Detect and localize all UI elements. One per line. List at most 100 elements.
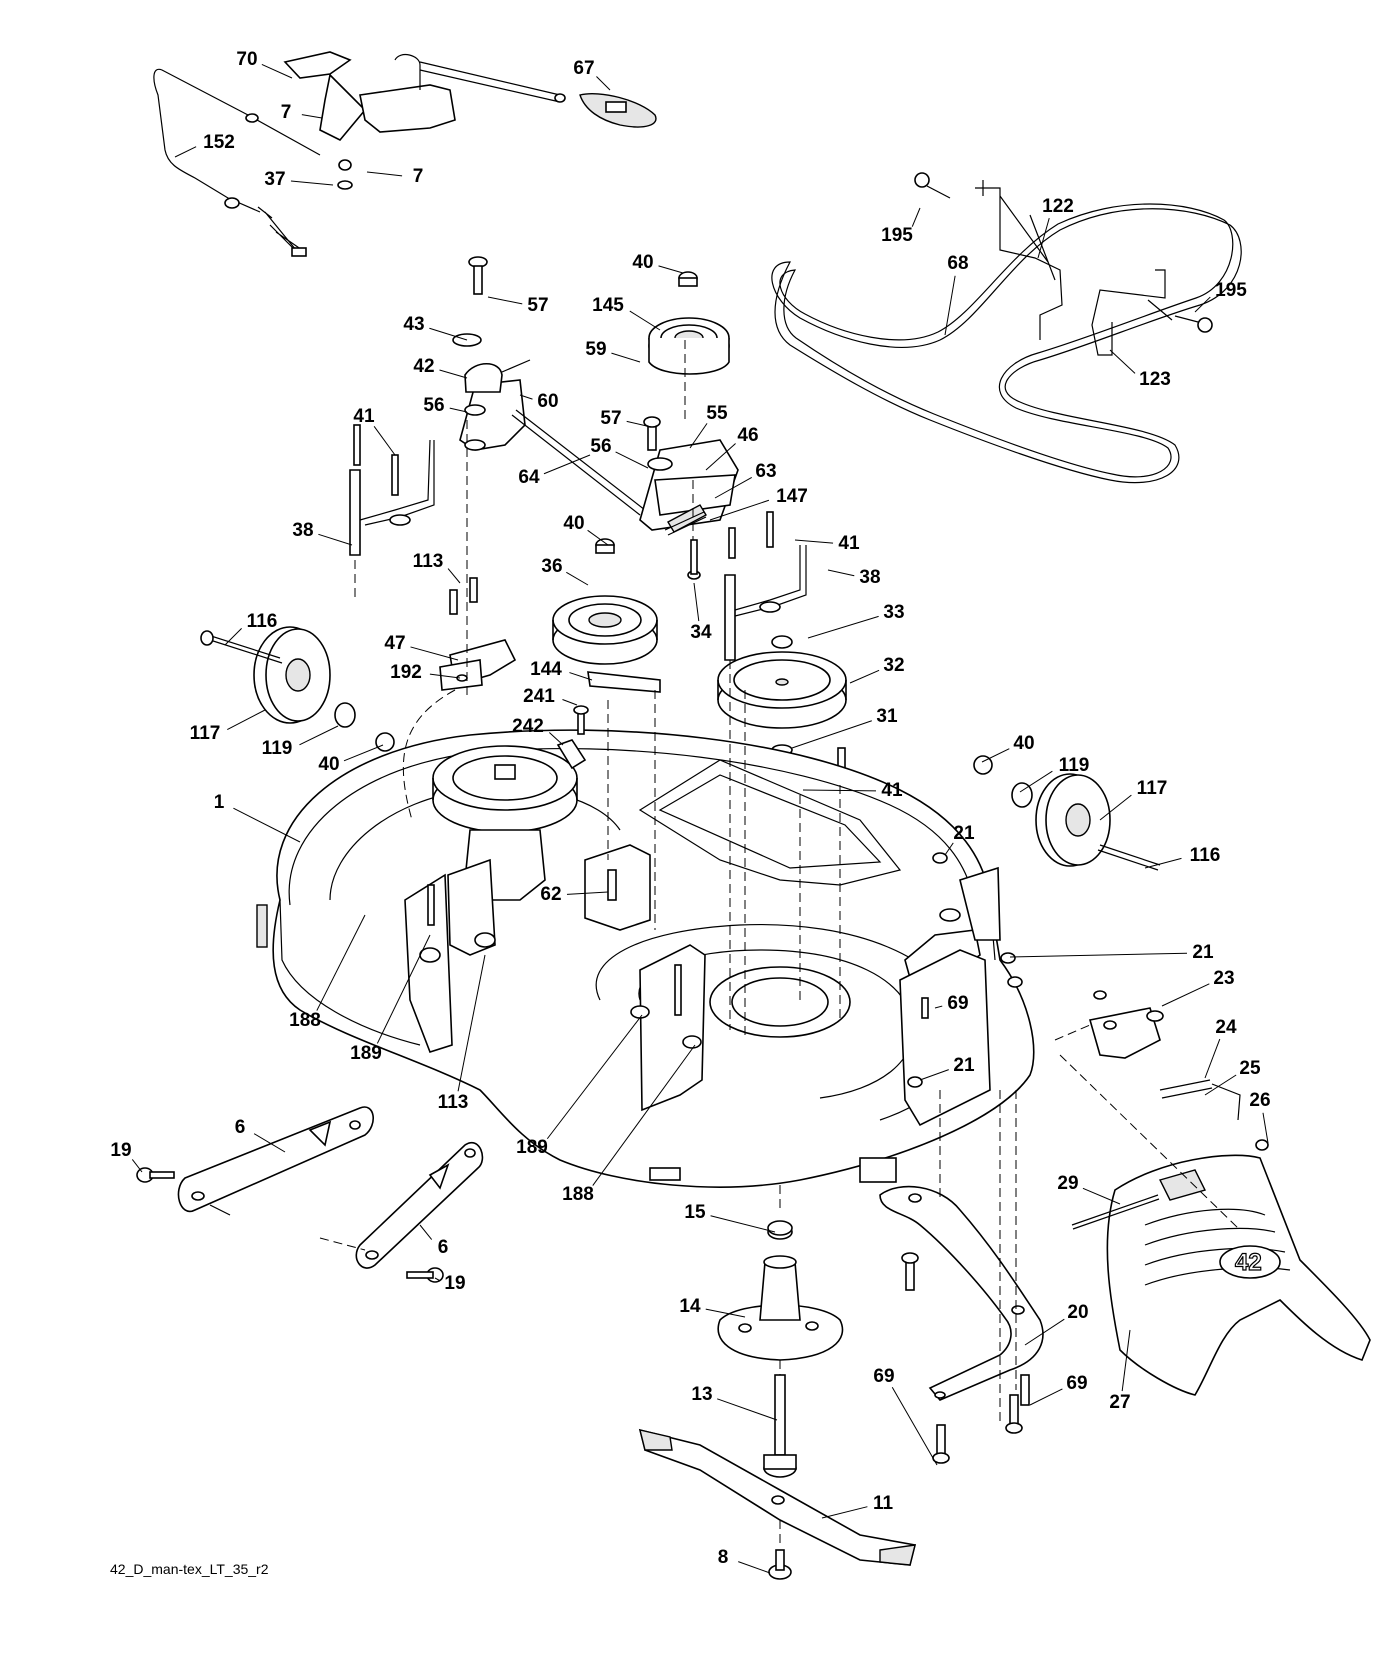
callout-leader-241 [562, 699, 578, 706]
callout-60: 60 [519, 391, 559, 412]
callout-label-122: 122 [1042, 196, 1074, 217]
callout-label-40d: 40 [1013, 733, 1034, 754]
drawing-reference: 42_D_man-tex_LT_35_r2 [110, 1561, 269, 1577]
callout-label-145: 145 [592, 295, 624, 316]
callout-label-40c: 40 [318, 754, 339, 775]
callout-leader-41a [373, 426, 396, 456]
callout-41a: 41 [353, 406, 396, 456]
rod-29 [1071, 1194, 1160, 1230]
callout-label-27: 27 [1109, 1392, 1130, 1413]
callout-19b: 19 [434, 1273, 466, 1294]
callout-leader-64 [543, 454, 591, 475]
chute-emboss-42: 42 [1235, 1249, 1262, 1276]
callout-leader-144 [569, 672, 593, 681]
bracket-38-left [349, 424, 435, 556]
callout-leader-192 [429, 673, 461, 679]
callout-label-14: 14 [679, 1296, 701, 1317]
callout-leader-11 [821, 1506, 868, 1519]
callout-leader-62 [566, 891, 609, 895]
callout-13: 13 [691, 1384, 778, 1421]
lift-bracket-assembly [283, 51, 566, 141]
bearing-15 [767, 1220, 793, 1240]
callout-label-7b: 7 [413, 166, 424, 187]
callout-70: 70 [236, 49, 293, 79]
callout-label-32: 32 [883, 655, 904, 676]
callout-189a: 189 [350, 934, 431, 1064]
callout-label-6b: 6 [438, 1237, 449, 1258]
callout-leader-1 [233, 807, 301, 843]
callout-leader-69c [1029, 1388, 1063, 1406]
callout-label-117b: 117 [1137, 778, 1168, 799]
gauge-wheel-left [200, 626, 395, 752]
baffle-20 [879, 1185, 1044, 1401]
callout-label-68: 68 [947, 253, 968, 274]
nut-40-top [678, 271, 698, 287]
callout-label-7a: 7 [281, 102, 292, 123]
callout-leader-123 [1109, 349, 1136, 374]
callout-leader-7a [301, 114, 323, 119]
idler-pulley-36 [552, 595, 658, 665]
callout-label-60: 60 [537, 391, 558, 412]
callout-label-25: 25 [1239, 1058, 1261, 1079]
callout-label-38a: 38 [292, 520, 313, 541]
callout-leader-145 [629, 310, 661, 331]
callout-195a: 195 [881, 207, 921, 246]
callout-label-24: 24 [1215, 1017, 1237, 1038]
callout-label-113b: 113 [438, 1092, 469, 1113]
callout-leader-6a [253, 1133, 286, 1153]
callout-leader-56a [449, 407, 468, 413]
callout-leader-152 [174, 146, 197, 158]
callout-leader-41c [802, 789, 877, 792]
callout-leader-57a [487, 296, 523, 305]
callout-leader-37 [290, 180, 334, 186]
callout-119a: 119 [262, 725, 339, 759]
callout-leader-47 [410, 646, 459, 661]
callout-label-26: 26 [1249, 1090, 1270, 1111]
callout-leader-70 [261, 64, 293, 79]
callout-57b: 57 [600, 408, 652, 429]
callout-leader-31 [791, 720, 872, 749]
callout-leader-116b [1144, 857, 1182, 869]
callout-leader-15 [710, 1215, 776, 1233]
callout-label-19a: 19 [110, 1140, 131, 1161]
belt-guide-122 [975, 180, 1063, 340]
callout-241: 241 [523, 686, 578, 707]
spring-147 [664, 511, 707, 536]
callout-leader-41b [794, 539, 834, 544]
callout-label-21a: 21 [953, 823, 975, 844]
bolt-34 [687, 539, 701, 580]
callout-leader-63 [714, 477, 752, 499]
callout-123: 123 [1109, 349, 1171, 390]
callout-label-63: 63 [755, 461, 776, 482]
bolt-57-left [468, 256, 488, 295]
callout-40a: 40 [632, 252, 684, 274]
callout-leader-40b [587, 529, 609, 546]
callout-40b: 40 [563, 513, 609, 546]
callout-41b: 41 [794, 533, 860, 554]
hanger-6-left [177, 1106, 374, 1216]
idler-bracket-60 [452, 333, 531, 451]
callout-label-57a: 57 [527, 295, 548, 316]
callout-label-123: 123 [1139, 369, 1171, 390]
callout-leader-56b [615, 451, 649, 469]
callout-leader-25 [1204, 1074, 1237, 1096]
callout-leader-117a [227, 709, 266, 730]
callout-leader-43 [429, 327, 468, 341]
callout-label-189a: 189 [350, 1043, 382, 1064]
washer-26 [1255, 1139, 1269, 1151]
callout-label-147: 147 [776, 486, 808, 507]
callout-label-34: 34 [690, 622, 712, 643]
deck-drive-spindle-left [432, 745, 578, 901]
callout-69a: 69 [934, 993, 969, 1014]
callout-label-56a: 56 [423, 395, 444, 416]
callout-27: 27 [1109, 1329, 1131, 1413]
callout-21a: 21 [944, 823, 975, 856]
callout-188b: 188 [562, 1044, 696, 1205]
callout-leader-59 [611, 352, 641, 363]
callout-label-21b: 21 [1192, 942, 1214, 963]
callout-label-41a: 41 [353, 406, 375, 427]
callout-leader-147 [709, 499, 770, 521]
callout-label-13: 13 [691, 1384, 712, 1405]
